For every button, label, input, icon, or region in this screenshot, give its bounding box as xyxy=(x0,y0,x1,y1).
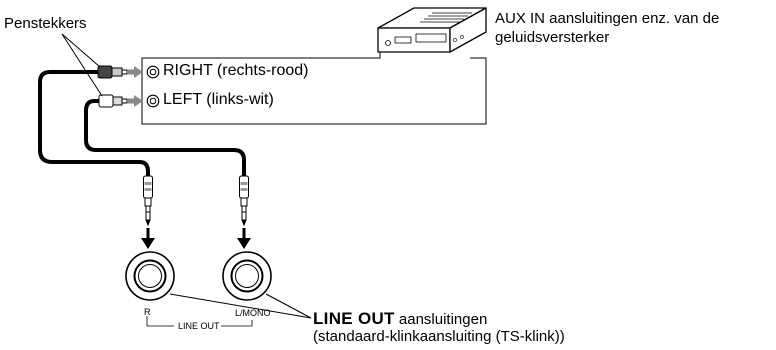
rca-plug-left-icon xyxy=(98,94,128,108)
left-channel-label: LEFT (links-wit) xyxy=(163,91,274,108)
insert-arrow-right-icon xyxy=(128,66,143,78)
rca-jack-left-icon xyxy=(146,94,160,108)
amplifier-label-line2: geluidsversterker xyxy=(495,29,610,46)
line-out-label: LINE OUT aansluitingen xyxy=(313,309,487,329)
amplifier-input-panel xyxy=(141,52,487,125)
line-out-label-bold: LINE OUT xyxy=(313,309,395,328)
arrow-down-left-icon xyxy=(237,228,251,249)
insert-arrow-left-icon xyxy=(128,95,143,107)
amplifier-device-icon xyxy=(377,7,487,53)
arrow-down-right-icon xyxy=(141,228,155,249)
panel-label-l-mono: L/MONO xyxy=(235,308,271,318)
plugs-label: Penstekkers xyxy=(4,15,87,32)
line-out-label-rest: aansluitingen xyxy=(394,311,488,328)
panel-label-r: R xyxy=(144,307,151,317)
line-out-jack-r-icon xyxy=(125,251,175,301)
rca-jack-right-icon xyxy=(146,65,160,79)
cable-right xyxy=(38,70,150,180)
panel-line-out-bracket xyxy=(146,316,253,327)
panel-label-line-out: LINE OUT xyxy=(178,321,220,331)
line-out-pointer-lines xyxy=(169,293,312,319)
line-out-label-line2: (standaard-klinkaansluiting (TS-klink)) xyxy=(313,328,565,345)
right-channel-label: RIGHT (rechts-rood) xyxy=(163,62,309,79)
line-out-jack-l-mono-icon xyxy=(222,251,272,301)
plugs-pointer-lines xyxy=(61,33,103,97)
amplifier-label-line1: AUX IN aansluitingen enz. van de xyxy=(495,10,720,27)
cable-left xyxy=(84,99,246,180)
jack-plug-left-icon xyxy=(239,175,249,227)
jack-plug-right-icon xyxy=(143,175,153,227)
rca-plug-right-icon xyxy=(97,65,128,79)
